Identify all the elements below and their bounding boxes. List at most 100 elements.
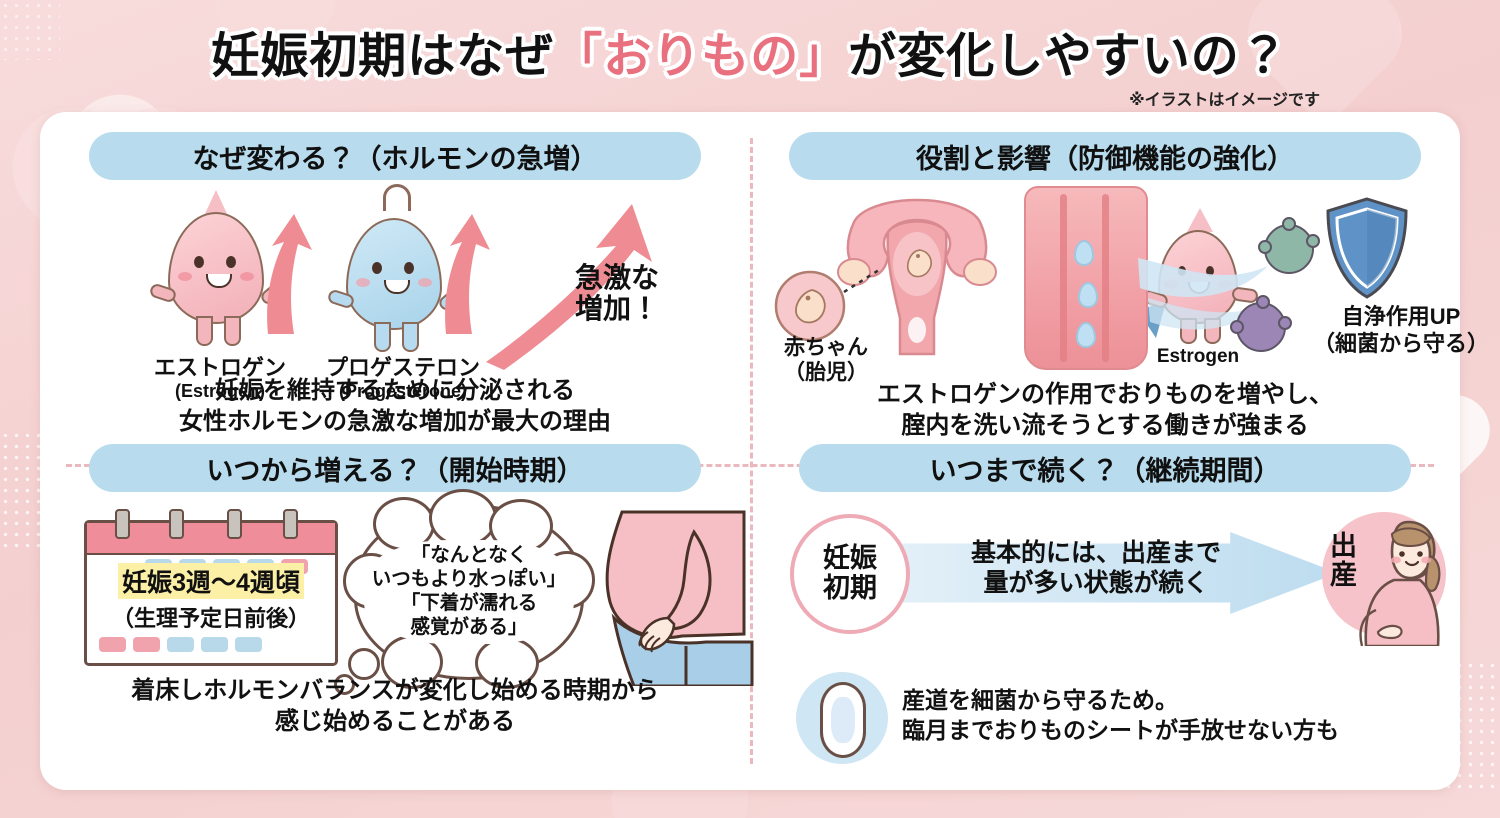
section-why-caption-line1: 妊娠を維持するために分泌される xyxy=(215,377,575,404)
leg-left xyxy=(196,316,213,346)
germ-spike xyxy=(1306,234,1320,248)
timeline-arrow-text: 基本的には、出産まで 量が多い状態が続く xyxy=(916,538,1276,598)
bubble-line3: 「下着が濡れる xyxy=(400,592,538,614)
pregnant-belly xyxy=(605,510,754,686)
calendar-day-cell xyxy=(99,637,126,652)
uterus-diagram xyxy=(837,198,997,356)
baby-label: 赤ちゃん （胎児） xyxy=(766,336,886,386)
leg-left xyxy=(374,322,391,352)
timeline-end-line2: 産 xyxy=(1330,560,1357,591)
section-role-heading: 役割と影響（防御機能の強化） xyxy=(789,132,1421,180)
canal-fold-left xyxy=(1060,194,1067,362)
calendar-highlight-block: 妊娠3週〜4週頃 （生理予定日前後） xyxy=(93,563,329,633)
timeline-start-line2: 初期 xyxy=(823,573,877,603)
section-when-caption-line2: 感じ始めることがある xyxy=(275,707,515,735)
timeline-end-label: 出 産 xyxy=(1330,531,1357,591)
drop-sprout xyxy=(383,184,411,211)
pregnant-woman: 出 産 xyxy=(1322,506,1462,646)
section-role-illustration: 赤ちゃん （胎児） xyxy=(766,186,1489,396)
calendar-ring xyxy=(169,509,184,539)
section-howlong-note-row: 産道を細菌から守るため。 臨月までおりものシートが手放せない方も xyxy=(766,672,1444,782)
eye-right xyxy=(1206,266,1214,276)
eye-right xyxy=(404,262,414,274)
calendar-day-cell xyxy=(235,637,262,652)
timeline-arrow-line1: 基本的には、出産まで xyxy=(970,539,1221,567)
germ-spike xyxy=(1282,217,1296,231)
section-howlong-note: 産道を細菌から守るため。 臨月までおりものシートが手放せない方も xyxy=(902,686,1339,746)
panty-liner-icon xyxy=(796,672,888,764)
germ-icon-purple xyxy=(1230,295,1292,352)
section-why-heading: なぜ変わる？（ホルモンの急増） xyxy=(89,132,701,180)
bubble-tail-large xyxy=(348,648,380,680)
timeline-start-line1: 妊娠 xyxy=(823,543,877,574)
germ-spike xyxy=(1258,240,1272,254)
section-howlong-note-line1: 産道を細菌から守るため。 xyxy=(902,687,1178,713)
calendar-day-cell xyxy=(167,637,194,652)
section-why-illustration: 急激な 増加！ エストロゲン (Estrogen) プロゲステロン (Proge… xyxy=(56,184,734,401)
drop-tip xyxy=(1187,208,1213,232)
calendar-day-cell xyxy=(133,637,160,652)
leg-right xyxy=(224,316,241,346)
section-howlong-heading: いつまで続く？（継続期間） xyxy=(799,444,1411,492)
section-how-long: いつまで続く？（継続期間） 妊娠 初期 基本的には、出産まで 量が多い状態が続く xyxy=(750,424,1460,790)
timeline-arrow-line2: 量が多い状態が続く xyxy=(983,569,1209,597)
calendar-ring xyxy=(227,509,242,539)
content-card: なぜ変わる？（ホルモンの急増） xyxy=(40,112,1489,790)
eye-left xyxy=(372,262,382,274)
calendar-week-range: 妊娠3週〜4週頃 xyxy=(118,563,304,599)
discharge-droplet-1 xyxy=(1074,240,1094,266)
bubble-text: 「なんとなく いつもより水っぽい」 「下着が濡れる 感覚がある」 xyxy=(363,540,575,644)
calendar-period-note: （生理予定日前後） xyxy=(111,606,310,631)
calendar-ring xyxy=(283,509,298,539)
illustration-disclaimer: ※イラストはイメージです xyxy=(1129,92,1320,109)
section-role-caption-line2: 腟内を洗い流そうとする働きが強まる xyxy=(901,411,1309,439)
rapid-increase-line1: 急激な xyxy=(574,262,659,293)
germ-spike xyxy=(1256,295,1270,309)
progesterone-drop-character xyxy=(326,184,466,352)
germ-spike xyxy=(1230,320,1244,334)
baby-label-line2: （胎児） xyxy=(784,360,868,384)
self-cleaning-line1: 自浄作用UP xyxy=(1341,304,1461,329)
calendar-ring xyxy=(115,509,130,539)
rapid-increase-label: 急激な 増加！ xyxy=(542,262,692,325)
panty-liner-pad xyxy=(820,682,866,758)
page-title-part1: 妊娠初期はなぜ xyxy=(211,30,555,83)
drop-body xyxy=(346,218,442,330)
page-title: 妊娠初期はなぜ「おりもの」が変化しやすいの？ xyxy=(0,16,1500,86)
self-cleaning-label: 自浄作用UP （細菌から守る） xyxy=(1306,304,1496,358)
section-when-caption-line1: 着床しホルモンバランスが変化し始める時期から xyxy=(131,677,659,704)
calendar-day-cell xyxy=(201,637,228,652)
estrogen-label-jp: エストロゲン xyxy=(153,355,286,380)
baby-label-line1: 赤ちゃん xyxy=(784,336,868,359)
progesterone-label-jp: プロゲステロン xyxy=(325,355,480,380)
section-howlong-illustration: 妊娠 初期 基本的には、出産まで 量が多い状態が続く xyxy=(766,500,1446,650)
rising-arrows xyxy=(267,204,652,370)
cheek-left xyxy=(178,272,192,281)
calendar-icon: 妊娠3週〜4週頃 （生理予定日前後） xyxy=(84,509,338,666)
baby-callout xyxy=(774,266,883,342)
section-howlong-note-line2: 臨月までおりものシートが手放せない方も xyxy=(902,716,1339,743)
cheek-right xyxy=(418,278,432,287)
progesterone-label-en: (Progesterone) xyxy=(338,381,468,401)
estrogen-drop-character xyxy=(148,190,288,346)
section-why-change: なぜ変わる？（ホルモンの急増） xyxy=(40,112,750,435)
self-cleaning-line2: （細菌から守る） xyxy=(1312,330,1489,356)
page-title-highlight: 「おりもの」 xyxy=(554,30,849,83)
estrogen-label: エストロゲン (Estrogen) xyxy=(140,350,300,402)
section-why-caption: 妊娠を維持するために分泌される 女性ホルモンの急激な増加が最大の理由 xyxy=(50,376,740,437)
section-why-caption-line2: 女性ホルモンの急激な増加が最大の理由 xyxy=(179,407,611,435)
progesterone-label: プロゲステロン (Progesterone) xyxy=(308,350,498,402)
section-when-illustration: 妊娠3週〜4週頃 （生理予定日前後） xyxy=(56,489,754,695)
germ-icon-green xyxy=(1258,217,1320,274)
estrogen-caption: Estrogen xyxy=(1156,346,1240,367)
discharge-droplet-2 xyxy=(1078,282,1098,308)
bubble-line1: 「なんとなく xyxy=(410,544,528,567)
canal-fold-right xyxy=(1102,194,1109,362)
rapid-increase-line2: 増加！ xyxy=(574,293,659,325)
eye-right xyxy=(226,256,236,268)
section-role-effect: 役割と影響（防御機能の強化） xyxy=(750,112,1489,439)
drop-body xyxy=(168,212,264,324)
bubble-tail-small xyxy=(334,674,355,695)
section-role-caption: エストロゲンの作用でおりものを増やし、 腟内を洗い流そうとする働きが強まる xyxy=(760,380,1450,441)
germ-spike xyxy=(1278,316,1292,330)
